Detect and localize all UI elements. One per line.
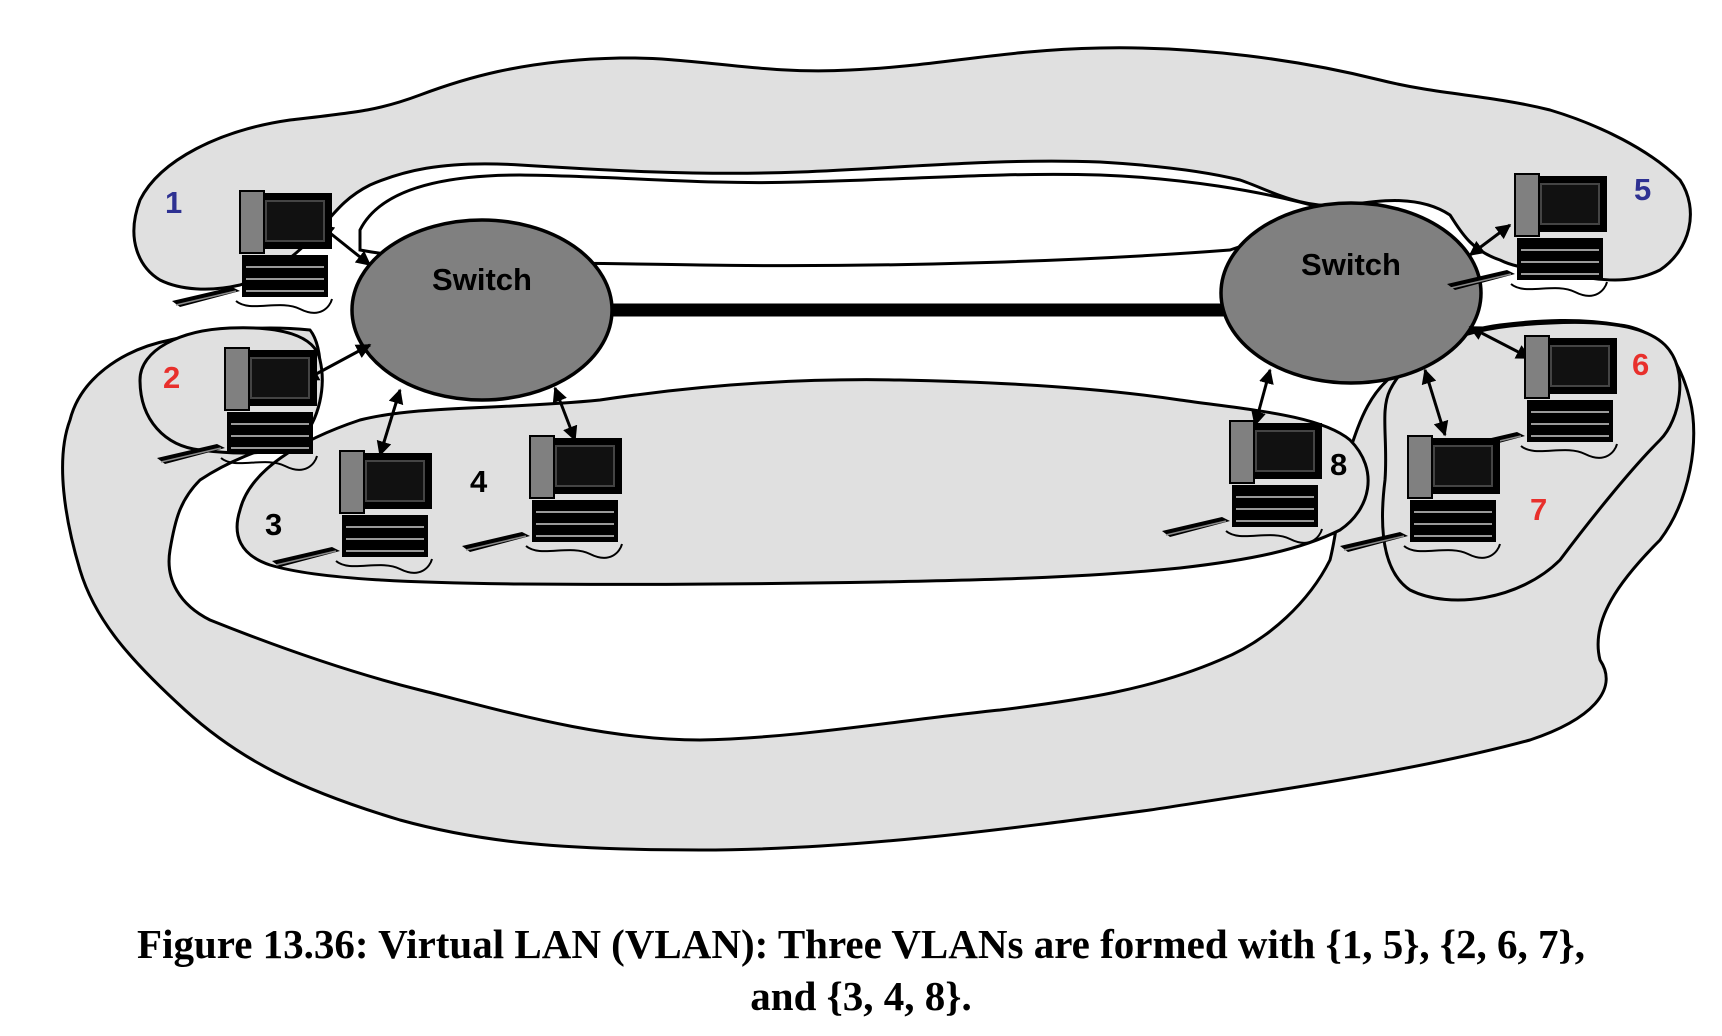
switch-left-label: Switch — [432, 262, 532, 297]
host-5-label: 5 — [1634, 172, 1651, 207]
vlan-diagram: Switch Switch 1 2 3 4 5 6 7 8 — [61, 46, 1696, 852]
figure-caption: Figure 13.36: Virtual LAN (VLAN): Three … — [0, 918, 1722, 1022]
host-8-label: 8 — [1330, 447, 1347, 482]
host-4-label: 4 — [470, 464, 488, 499]
host-3-label: 3 — [265, 507, 282, 542]
host-6-label: 6 — [1632, 347, 1649, 382]
switch-left[interactable]: Switch — [350, 218, 614, 402]
host-1-label: 1 — [165, 185, 182, 220]
host-2-label: 2 — [163, 360, 180, 395]
host-7-label: 7 — [1530, 492, 1547, 527]
link-8 — [1251, 368, 1274, 427]
switch-right-label: Switch — [1301, 247, 1401, 282]
link-5 — [1468, 223, 1512, 257]
link-3 — [376, 388, 404, 457]
vlan-region-1-5-hole — [358, 172, 1335, 268]
link-4 — [552, 386, 578, 442]
link-6 — [1468, 325, 1532, 360]
caption-line-1: Figure 13.36: Virtual LAN (VLAN): Three … — [137, 921, 1585, 967]
switch-right[interactable]: Switch — [1219, 201, 1483, 385]
link-7 — [1421, 368, 1449, 437]
caption-line-2: and {3, 4, 8}. — [750, 973, 972, 1019]
